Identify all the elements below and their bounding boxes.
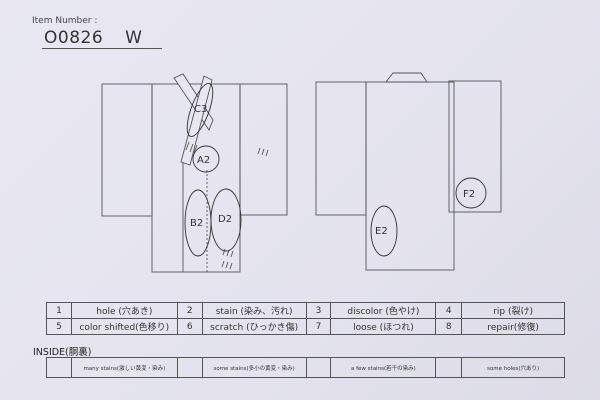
annotation-circle-c3 [186,83,214,137]
inside-row: many stains(激しい黄変・染み) some stains(多小の黄変・… [46,357,565,378]
annotation-circle-e2 [370,205,398,257]
back-body [365,81,455,271]
legend-label: hole (穴あき) [70,302,178,319]
legend-num: 5 [46,318,72,335]
legend-num: 6 [176,318,203,335]
annotation-a2: A2 [197,155,210,166]
annotation-d2: D2 [218,214,232,225]
front-annotations: C3 A2 B2 D2 [184,83,242,257]
inside-condition-table: many stains(激しい黄変・染み) some stains(多小の黄変・… [46,357,565,378]
back-right-sleeve [448,80,502,213]
scratch-marks-collar [185,141,198,154]
legend-label: scratch (ひっかき傷) [201,318,307,335]
front-right-sleeve [239,83,288,216]
legend-num: 4 [435,302,463,319]
inside-option: a few stains(若干の染み) [330,357,437,378]
scratch-marks-hem [221,248,234,270]
back-annotations: E2 F2 [370,177,487,257]
item-suffix: W [125,28,143,48]
item-code: O0826 [44,28,104,48]
inside-checkbox[interactable] [176,357,203,378]
inside-option: some holes(穴あり) [461,357,565,378]
inside-section-title: INSIDE(胴裏) [33,347,92,358]
annotation-f2: F2 [463,189,475,200]
back-collar [385,72,428,83]
legend-label: stain (染み、汚れ) [201,302,307,319]
legend-num: 8 [435,318,463,335]
legend-label: repair(修復) [461,318,565,335]
inside-checkbox[interactable] [305,357,332,378]
annotation-circle-a2 [192,145,220,173]
legend-label: loose (ほつれ) [330,318,437,335]
front-left-sleeve [101,83,153,217]
scratch-marks-sleeve [257,147,269,157]
back-left-sleeve [315,81,367,216]
inside-checkbox[interactable] [46,357,72,378]
annotation-b2: B2 [190,218,203,229]
annotation-circle-d2 [210,188,242,252]
legend-label: discolor (色やけ) [330,302,437,319]
inside-checkbox[interactable] [435,357,463,378]
item-number-value: O0826 W [42,28,162,49]
legend-num: 3 [305,302,332,319]
inside-option: many stains(激しい黄変・染み) [70,357,178,378]
back-view-diagram [315,72,502,271]
legend-num: 7 [305,318,332,335]
legend-label: rip (裂け) [461,302,565,319]
item-number-label: Item Number : [32,16,98,26]
annotation-c3: C3 [194,104,207,115]
legend-num: 1 [46,302,72,319]
legend-label: color shifted(色移り) [70,318,178,335]
inside-option: some stains(多小の黄変・染み) [201,357,307,378]
legend-num: 2 [176,302,203,319]
annotation-circle-f2 [455,177,487,209]
annotation-e2: E2 [375,226,388,237]
garment-diagrams: C3 A2 B2 D2 E2 F2 [101,72,502,273]
